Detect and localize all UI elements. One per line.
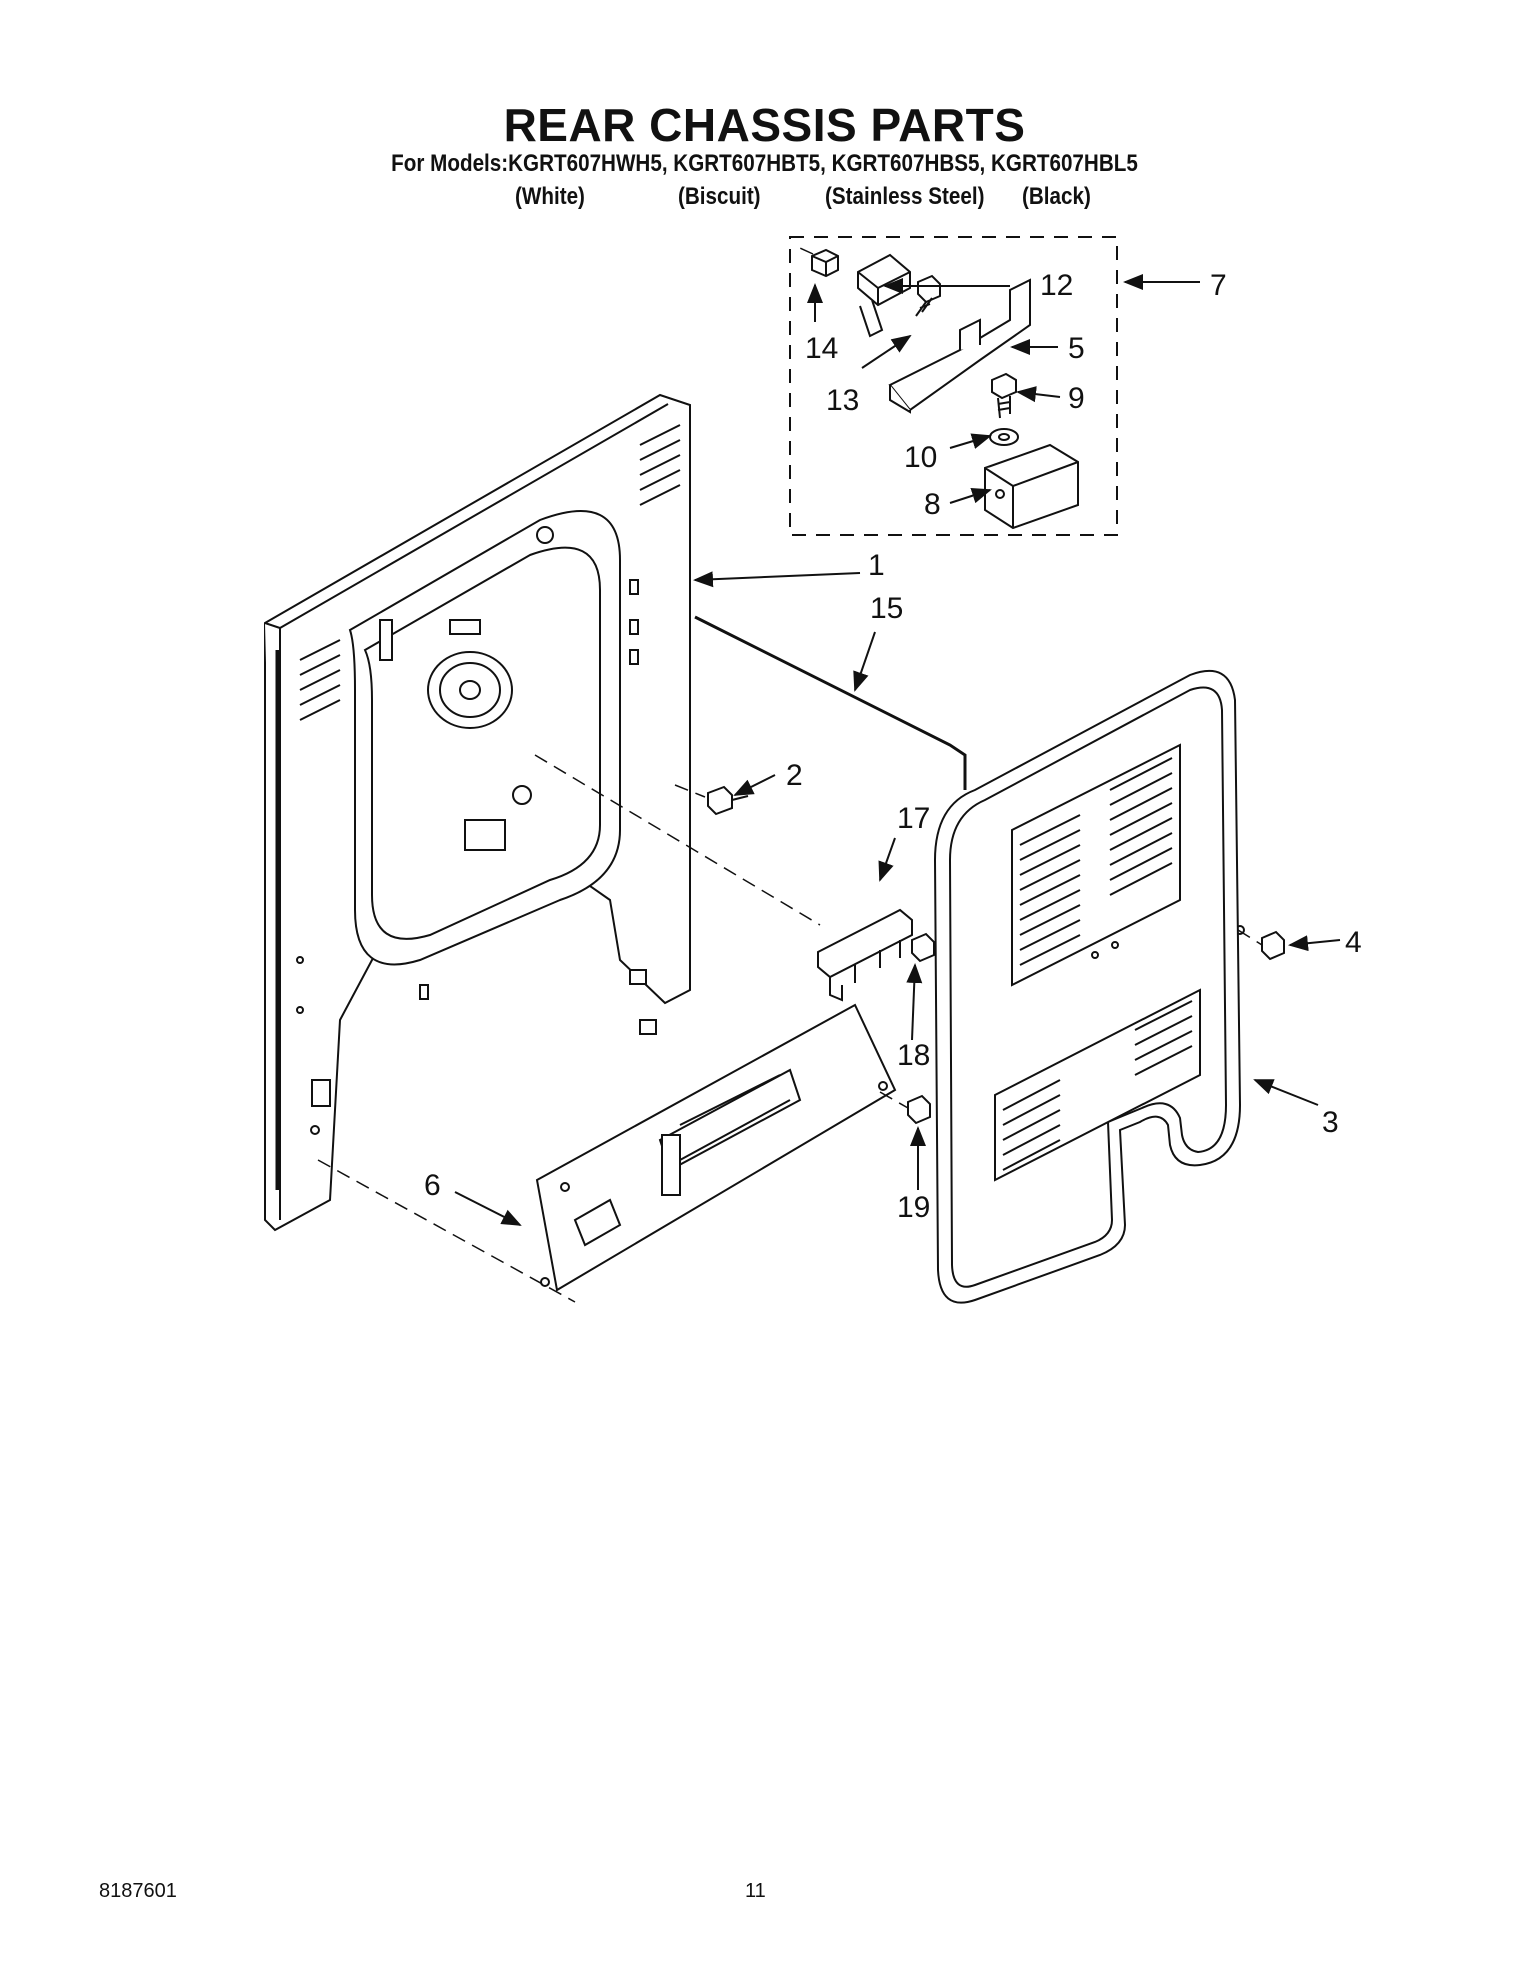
finish-white: (White)	[515, 183, 585, 210]
callout-9: 9	[1068, 382, 1085, 415]
callout-1: 1	[868, 549, 885, 582]
part-5-bracket	[888, 278, 1031, 414]
callout-5: 5	[1068, 332, 1085, 365]
part-8-box-bracket	[984, 443, 1079, 530]
callout-7: 7	[1210, 269, 1227, 302]
callout-4: 4	[1345, 926, 1362, 959]
callout-3: 3	[1322, 1106, 1339, 1139]
callout-14: 14	[805, 332, 838, 365]
part-2-screw	[707, 785, 749, 816]
callout-2: 2	[786, 759, 803, 792]
finish-biscuit: (Biscuit)	[678, 183, 761, 210]
page-title: REAR CHASSIS PARTS	[503, 99, 1026, 151]
finish-black: (Black)	[1022, 183, 1091, 210]
part-13-screw	[915, 274, 941, 317]
part-19-screw	[907, 1094, 931, 1125]
part-15-rod	[694, 615, 967, 790]
part-12-block	[857, 253, 911, 338]
part-17-terminal-block	[817, 908, 913, 1002]
callout-10: 10	[904, 441, 937, 474]
page-number: 11	[745, 1880, 766, 1902]
callout-labels: 12 7 14 5 13 9 10 8 1 15 2 17 4 18 3 6 1…	[424, 269, 1362, 1224]
callout-15: 15	[870, 592, 903, 625]
models-line: For Models:KGRT607HWH5, KGRT607HBT5, KGR…	[391, 150, 1138, 177]
document-number: 8187601	[99, 1880, 177, 1902]
callout-17: 17	[897, 802, 930, 835]
part-6-access-panel	[535, 1003, 897, 1292]
callout-19: 19	[897, 1191, 930, 1224]
callout-13: 13	[826, 384, 859, 417]
part-9-screw	[991, 372, 1017, 419]
callout-8: 8	[924, 488, 941, 521]
part-14-nut	[811, 248, 839, 278]
part-10-washer	[989, 428, 1019, 446]
part-18-screw	[911, 932, 935, 963]
callout-18: 18	[897, 1039, 930, 1072]
finish-stainless-steel: (Stainless Steel)	[825, 183, 985, 210]
leader-arrows	[454, 274, 1341, 1226]
part-4-screw	[1235, 925, 1285, 961]
part-1-rear-chassis-panel	[264, 393, 691, 1232]
callout-6: 6	[424, 1169, 441, 1202]
alignment-lines	[317, 247, 1263, 1303]
part-3-rear-cover-panel	[933, 670, 1242, 1304]
callout-12: 12	[1040, 269, 1073, 302]
